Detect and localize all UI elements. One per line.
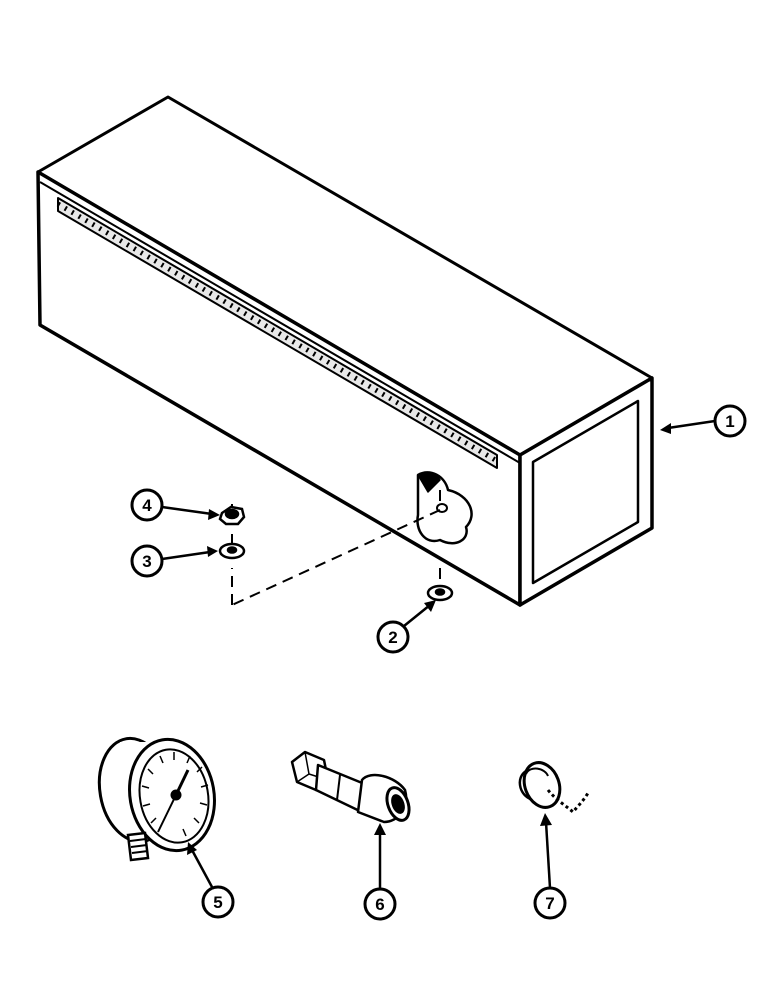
tool-box-end-panel: [531, 399, 640, 585]
callout-3: 3: [130, 544, 218, 578]
callout-5-label: 5: [213, 893, 222, 912]
quick-coupler: [290, 750, 411, 824]
tool-box: [36, 95, 654, 607]
flat-washer-left: [218, 542, 246, 560]
flat-washer-right: [426, 584, 454, 602]
callout-3-label: 3: [142, 552, 151, 571]
callout-2: 2: [376, 600, 436, 654]
hex-nut: [218, 505, 246, 526]
callout-6: 6: [363, 823, 397, 921]
tool-box-latch-shadow: [417, 471, 441, 493]
callout-4: 4: [130, 488, 220, 522]
dust-cap-chain: [546, 789, 590, 815]
tool-box-lid-lip: [39, 181, 521, 464]
callout-7: 7: [533, 813, 567, 920]
callout-1: 1: [660, 404, 747, 438]
callout-5: 5: [187, 842, 235, 919]
pressure-gauge: [97, 736, 216, 862]
dust-cap: [518, 761, 590, 815]
callout-6-label: 6: [375, 895, 384, 914]
callout-7-label: 7: [545, 894, 554, 913]
callout-4-label: 4: [142, 496, 152, 515]
callout-2-label: 2: [388, 628, 397, 647]
callout-1-label: 1: [725, 412, 734, 431]
